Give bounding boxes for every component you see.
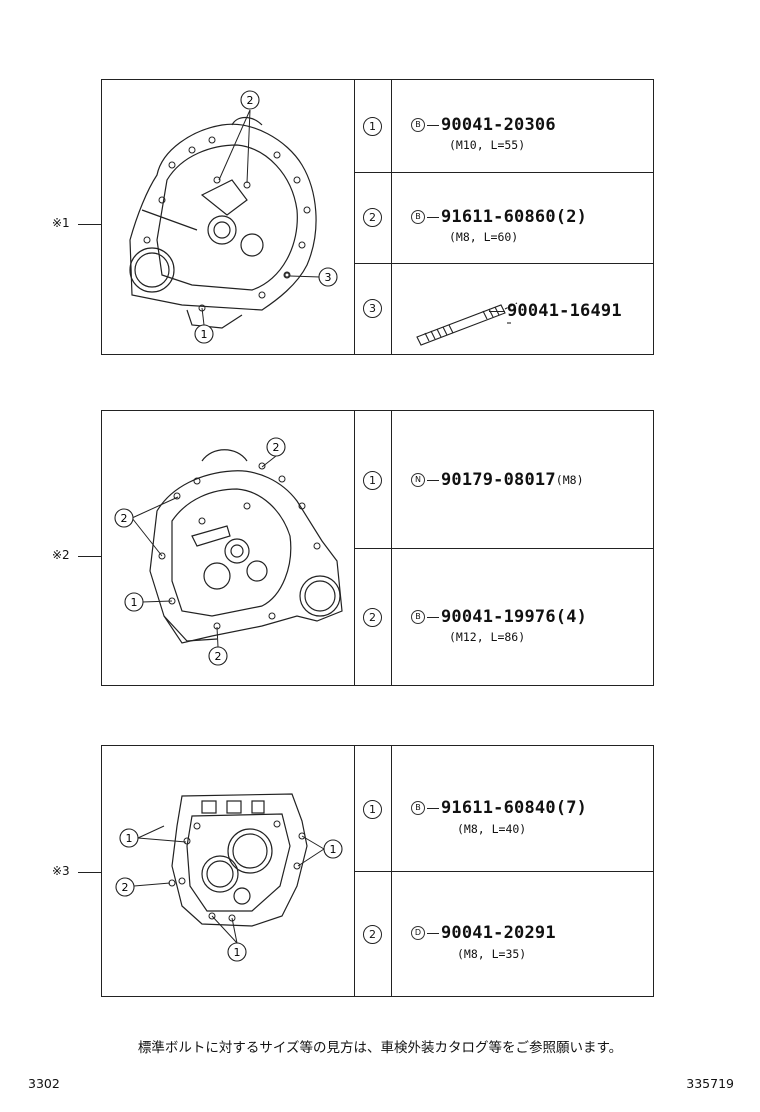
bolt-type-mark: B (411, 610, 425, 624)
panel-1-diagram: 2 3 1 (102, 80, 355, 354)
transmission-case-3-illustration: 1 1 2 1 (115, 793, 343, 962)
panel-1-label: ※1 (52, 216, 70, 230)
callout-label: 1 (201, 328, 208, 341)
panel-3-leader (78, 872, 101, 873)
bolt-spec: (M8, L=40) (457, 822, 527, 836)
panel-3-diagram: 1 1 2 1 (102, 746, 355, 996)
footer-note: 標準ボルトに対するサイズ等の見方は、車検外装カタログ等をご参照願います。 (137, 1040, 623, 1056)
stud-bolt-icon (416, 302, 518, 346)
leader-dash (427, 124, 439, 126)
row-index-badge: 1 (363, 117, 382, 136)
panel-1-callouts: 2 3 1 (194, 90, 338, 344)
part-row: B 91611-60840(7) (M8, L=40) (391, 746, 653, 872)
page-code-left: 3302 (28, 1076, 60, 1091)
part-number: 91611-60840(7) (441, 798, 588, 818)
bolt-type-mark: B (411, 210, 425, 224)
panel-2: 2 2 1 2 1 2 N 90179-08017 (M8) B (101, 410, 654, 686)
panel-2-label: ※2 (52, 548, 70, 562)
panel-1-index-column: 1 2 3 (354, 80, 392, 354)
bolt-spec: (M12, L=86) (449, 630, 526, 644)
bolt-type-mark: B (411, 801, 425, 815)
callout-label: 2 (273, 441, 280, 454)
leader-dash (427, 216, 439, 218)
part-row: B 91611-60860(2) (M8, L=60) (391, 172, 653, 264)
callout-label: 1 (131, 596, 138, 609)
panel-2-diagram: 2 2 1 2 (102, 411, 355, 685)
leader-dash (427, 932, 439, 934)
part-number: 90179-08017 (441, 470, 556, 490)
callout-label: 2 (247, 94, 254, 107)
part-number: 90041-20306 (441, 115, 556, 135)
part-row: D 90041-20291 (M8, L=35) (391, 871, 653, 996)
callout-label: 2 (122, 881, 129, 894)
part-row: N 90179-08017 (M8) (391, 411, 653, 549)
callout-label: 2 (215, 650, 222, 663)
part-number: 90041-19976(4) (441, 607, 588, 627)
part-number: 91611-60860(2) (441, 207, 588, 227)
panel-3-parts-column: B 91611-60840(7) (M8, L=40) D 90041-2029… (391, 746, 653, 996)
panel-1: 2 3 1 1 2 3 B 90041-20306 (M10, L=55) B (101, 79, 654, 355)
panel-3-index-column: 1 2 (354, 746, 392, 996)
row-index-badge: 2 (363, 608, 382, 627)
callout-label: 1 (330, 843, 337, 856)
panel-3-label: ※3 (52, 864, 70, 878)
page-code-right: 335719 (686, 1076, 734, 1091)
transmission-case-2-illustration: 2 2 1 2 (114, 437, 343, 666)
panel-2-parts-column: N 90179-08017 (M8) B 90041-19976(4) (M12… (391, 411, 653, 685)
panel-2-callouts: 2 2 1 2 (114, 437, 286, 666)
row-index-badge: 1 (363, 471, 382, 490)
panel-2-index-column: 1 2 (354, 411, 392, 685)
panel-3: 1 1 2 1 1 2 B 91611-60840(7) (M8, L=40) … (101, 745, 654, 997)
part-row: 90041-16491 (391, 263, 653, 354)
panel-1-parts-column: B 90041-20306 (M10, L=55) B 91611-60860(… (391, 80, 653, 354)
bolt-type-mark: B (411, 118, 425, 132)
row-index-badge: 1 (363, 800, 382, 819)
part-row: B 90041-19976(4) (M12, L=86) (391, 548, 653, 685)
part-number: 90041-16491 (507, 301, 622, 321)
row-index-badge: 3 (363, 299, 382, 318)
bolt-spec: (M8, L=60) (449, 230, 519, 244)
leader-dash (427, 479, 439, 481)
callout-label: 2 (121, 512, 128, 525)
bolt-size-suffix: (M8) (555, 473, 584, 487)
part-row: B 90041-20306 (M10, L=55) (391, 80, 653, 173)
callout-label: 3 (325, 271, 332, 284)
row-index-badge: 2 (363, 208, 382, 227)
leader-dash (489, 310, 505, 312)
panel-2-leader (78, 556, 101, 557)
callout-label: 1 (126, 832, 133, 845)
transmission-case-1-illustration: 2 3 1 (129, 90, 338, 344)
bolt-spec: (M8, L=35) (457, 947, 527, 961)
leader-dash (427, 616, 439, 618)
callout-label: 1 (234, 946, 241, 959)
row-index-badge: 2 (363, 925, 382, 944)
part-number: 90041-20291 (441, 923, 556, 943)
panel-3-callouts: 1 1 2 1 (115, 828, 343, 962)
leader-dash (427, 807, 439, 809)
panel-1-leader (78, 224, 101, 225)
bolt-type-mark: D (411, 926, 425, 940)
bolt-type-mark: N (411, 473, 425, 487)
bolt-spec: (M10, L=55) (449, 138, 526, 152)
